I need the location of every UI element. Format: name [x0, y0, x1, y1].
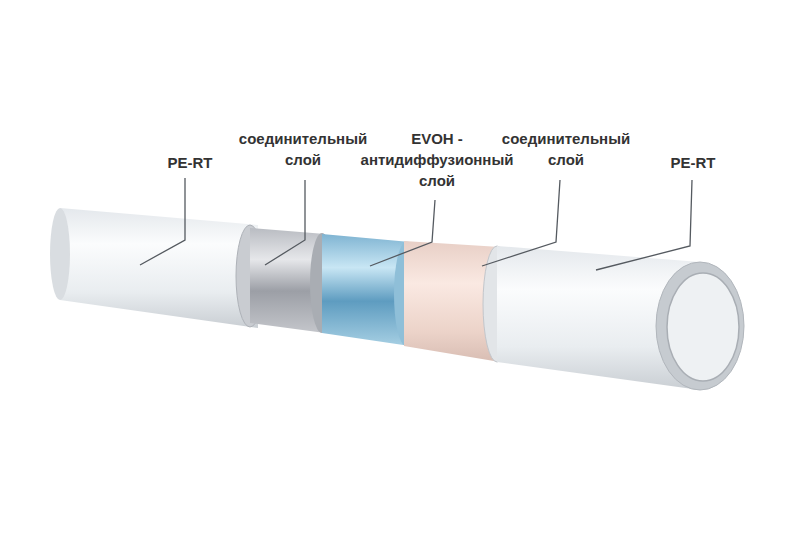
layer-label: EVOH - антидиффузионный слой [350, 128, 525, 191]
outer-pe-rt-left [60, 208, 258, 328]
pipe-bore [667, 273, 739, 381]
pipe-end-face [656, 262, 744, 390]
pipe-left-end [50, 208, 70, 300]
leader-line [370, 200, 435, 266]
leader-line [596, 180, 692, 270]
leader-line [140, 178, 185, 265]
layer-label: соединительный слой [496, 128, 636, 170]
leader-line [482, 180, 560, 266]
leader-line [265, 180, 305, 265]
layer-label: PE-RT [633, 152, 753, 173]
layer-label: PE-RT [130, 152, 250, 173]
leader-lines [140, 178, 692, 270]
layer-label: соединительный слой [233, 128, 373, 170]
